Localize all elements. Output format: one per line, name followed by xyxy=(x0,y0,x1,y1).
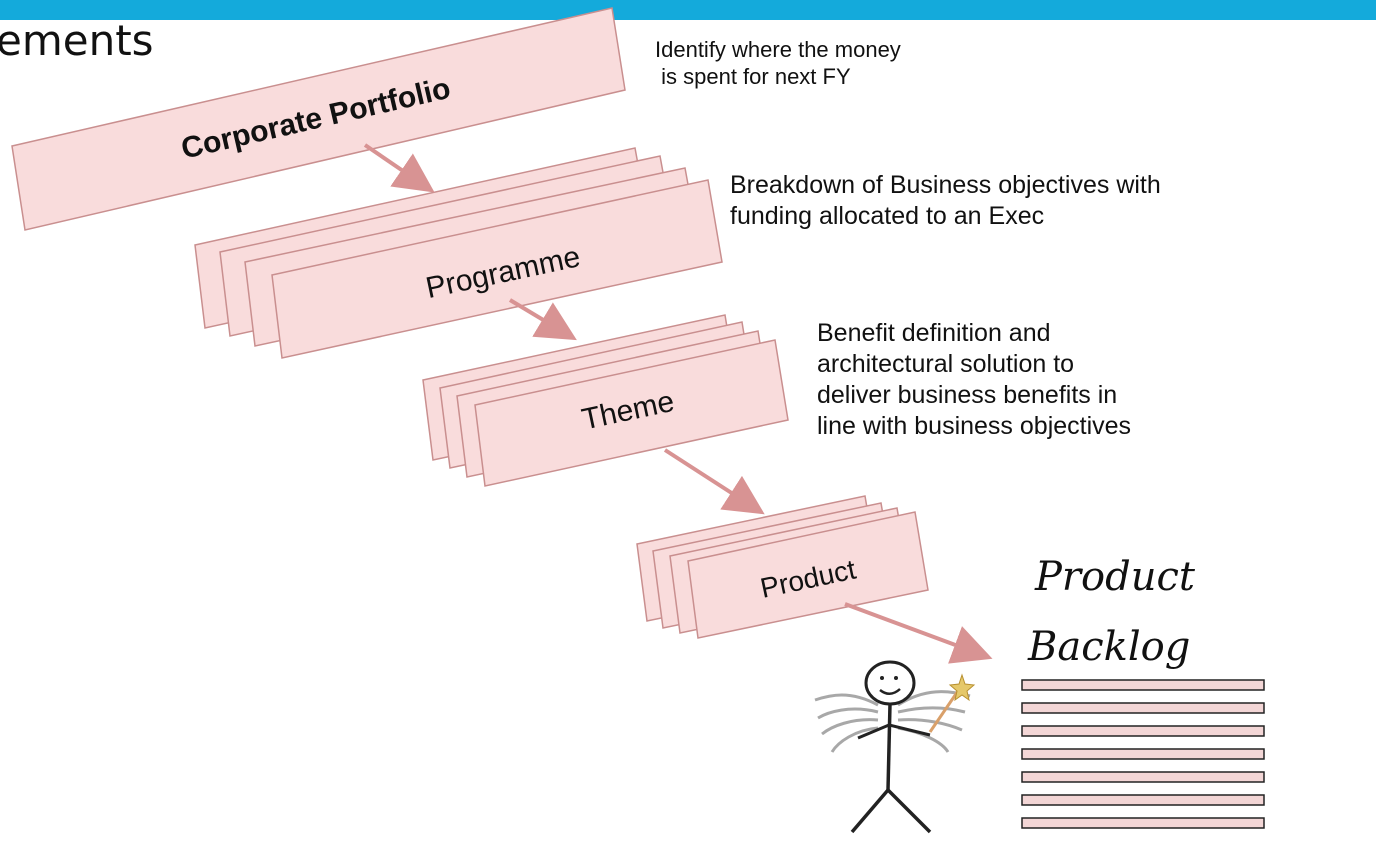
backlog-item xyxy=(1021,679,1265,691)
header-bar xyxy=(0,0,1376,20)
arrow-programme-to-theme xyxy=(508,298,577,341)
backlog-item xyxy=(1021,725,1265,737)
backlog-item xyxy=(1021,794,1265,806)
arrow-theme-to-product xyxy=(663,448,765,515)
product-stack: Product xyxy=(636,495,929,639)
backlog-item xyxy=(1021,702,1265,714)
backlog-item xyxy=(1021,748,1265,760)
programme-stack: Programme xyxy=(194,147,723,359)
arrow-portfolio-to-programme xyxy=(363,143,435,193)
note-corporate-portfolio: Identify where the money is spent for ne… xyxy=(655,37,901,90)
stick-figure-icon xyxy=(814,660,976,834)
note-programme: Breakdown of Business objectives with fu… xyxy=(730,171,1161,230)
slide-title: ements xyxy=(0,16,154,65)
theme-stack: Theme xyxy=(422,314,789,487)
backlog-item xyxy=(1021,817,1265,829)
backlog-title-line2: Backlog xyxy=(1027,624,1190,670)
arrow-product-to-backlog xyxy=(844,602,993,664)
backlog-items xyxy=(1021,679,1265,829)
note-theme: Benefit definition and architectural sol… xyxy=(817,319,1132,440)
backlog-item xyxy=(1021,771,1265,783)
backlog-title-line1: Product xyxy=(1034,554,1196,600)
star-icon xyxy=(948,673,976,702)
